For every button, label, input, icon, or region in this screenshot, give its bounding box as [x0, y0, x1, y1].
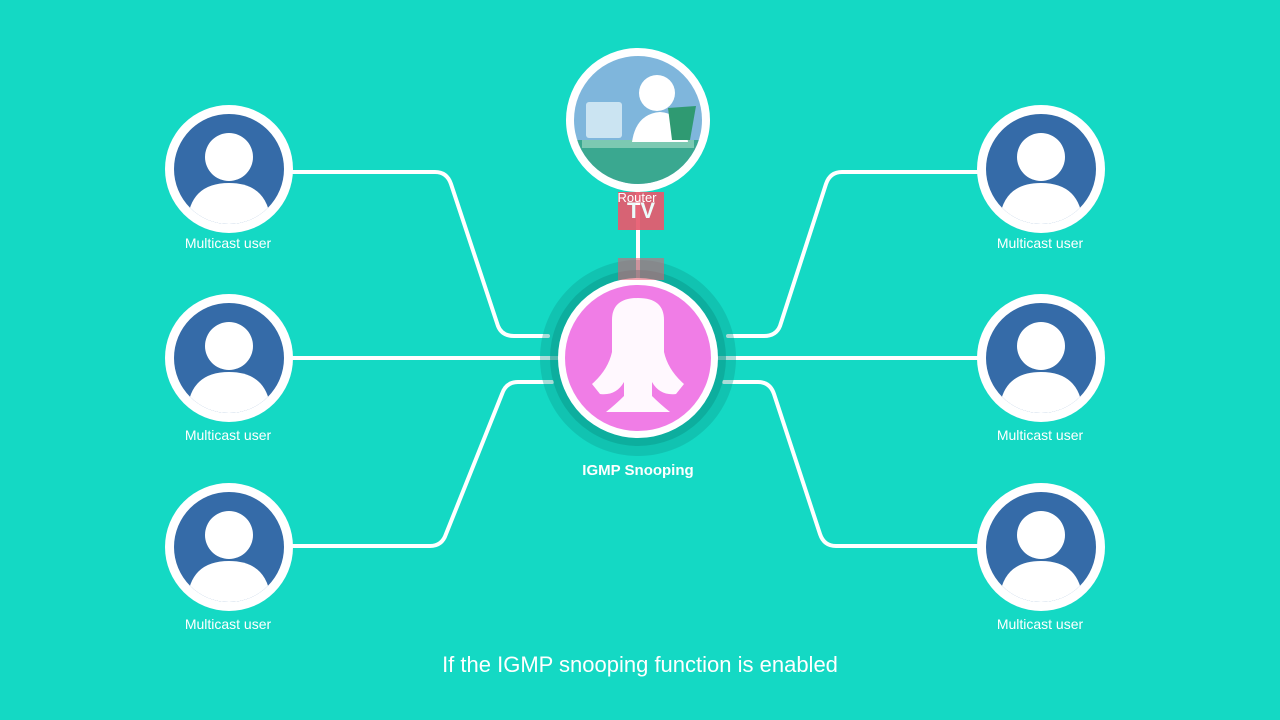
user-icon-body: [187, 561, 271, 602]
connection-lines: [288, 170, 987, 548]
user-node-1: [165, 105, 293, 233]
user-label-4: Multicast user: [996, 235, 1084, 251]
user-label-5: Multicast user: [996, 427, 1084, 443]
tv-packet: TV: [618, 192, 664, 230]
user-icon-head: [205, 133, 253, 181]
user-node-6: [977, 483, 1105, 611]
user-icon-head: [205, 322, 253, 370]
user-node-2: [165, 294, 293, 422]
user-icon-body: [187, 183, 271, 224]
user-icon-head: [1017, 133, 1065, 181]
caption: If the IGMP snooping function is enabled: [442, 652, 838, 677]
user-icon-head: [1017, 511, 1065, 559]
router-node: [566, 48, 710, 192]
user-silhouette-icon: [592, 298, 684, 412]
user-icon-body: [999, 561, 1083, 602]
user-icon-body: [999, 183, 1083, 224]
user-label-3: Multicast user: [184, 616, 272, 632]
link-user-4: [726, 170, 987, 338]
router-label: Router: [617, 190, 657, 205]
person-head-icon: [639, 75, 675, 111]
tv-packet-ghost: [618, 258, 664, 280]
user-icon-head: [1017, 322, 1065, 370]
link-user-1: [288, 170, 550, 338]
user-node-5: [977, 294, 1105, 422]
user-label-6: Multicast user: [996, 616, 1084, 632]
igmp-switch-node: [540, 260, 736, 456]
user-label-2: Multicast user: [184, 427, 272, 443]
user-node-3: [165, 483, 293, 611]
user-node-4: [977, 105, 1105, 233]
user-icon-body: [999, 372, 1083, 413]
link-user-6: [722, 380, 987, 548]
monitor-icon: [586, 102, 622, 138]
link-user-3: [288, 380, 554, 548]
user-icon-head: [205, 511, 253, 559]
user-icon-body: [187, 372, 271, 413]
user-label-1: Multicast user: [184, 235, 272, 251]
igmp-snooping-label: IGMP Snooping: [582, 462, 694, 479]
